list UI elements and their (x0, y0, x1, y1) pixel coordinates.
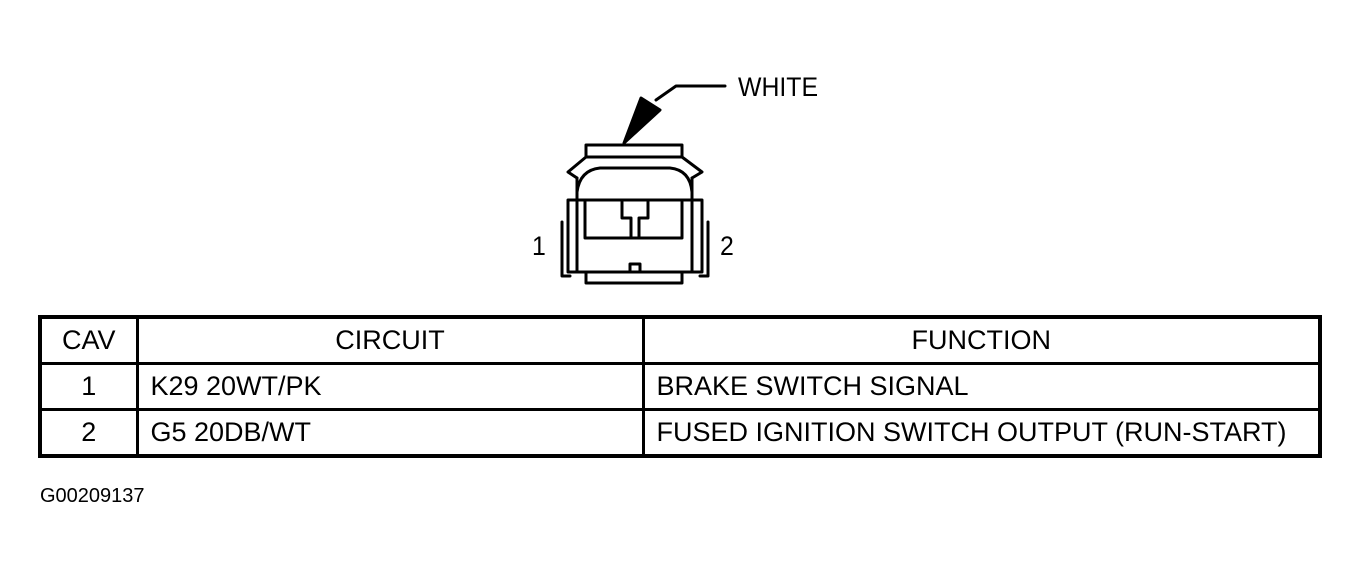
cell-function: BRAKE SWITCH SIGNAL (641, 362, 1322, 411)
cell-circuit: G5 20DB/WT (135, 408, 645, 458)
table-header-row: CAV CIRCUIT FUNCTION (38, 315, 1322, 365)
cell-cav: 2 (38, 408, 139, 458)
table-row: 2 G5 20DB/WT FUSED IGNITION SWITCH OUTPU… (38, 408, 1322, 458)
cell-circuit: K29 20WT/PK (135, 362, 645, 411)
header-cav: CAV (38, 315, 139, 365)
connector-bottom-notch (628, 262, 642, 274)
connector-color-label: WHITE (738, 72, 819, 102)
connector-inner-walls (575, 203, 694, 274)
connector-side-ribs (560, 220, 710, 278)
header-function: FUNCTION (641, 315, 1322, 365)
cell-function: FUSED IGNITION SWITCH OUTPUT (RUN-START) (641, 408, 1322, 458)
connector-shoulder-right (680, 155, 704, 180)
pin-2-label: 2 (720, 231, 734, 261)
table-row: 1 K29 20WT/PK BRAKE SWITCH SIGNAL (38, 362, 1322, 411)
connector-diagram (560, 84, 727, 285)
connector-shoulder-left (566, 155, 588, 180)
connector-bottom-base (584, 270, 684, 285)
cell-cav: 1 (38, 362, 139, 411)
connector-cavity (583, 200, 684, 240)
leader-arrowhead (622, 96, 662, 145)
connector-top-cap (584, 143, 684, 159)
pin-1-label: 1 (532, 231, 546, 261)
figure-id: G00209137 (40, 485, 145, 507)
header-circuit: CIRCUIT (135, 315, 645, 365)
connector-center-key (620, 200, 650, 240)
cavity-table: CAV CIRCUIT FUNCTION 1 K29 20WT/PK BRAKE… (38, 315, 1322, 458)
leader-line (654, 84, 727, 102)
